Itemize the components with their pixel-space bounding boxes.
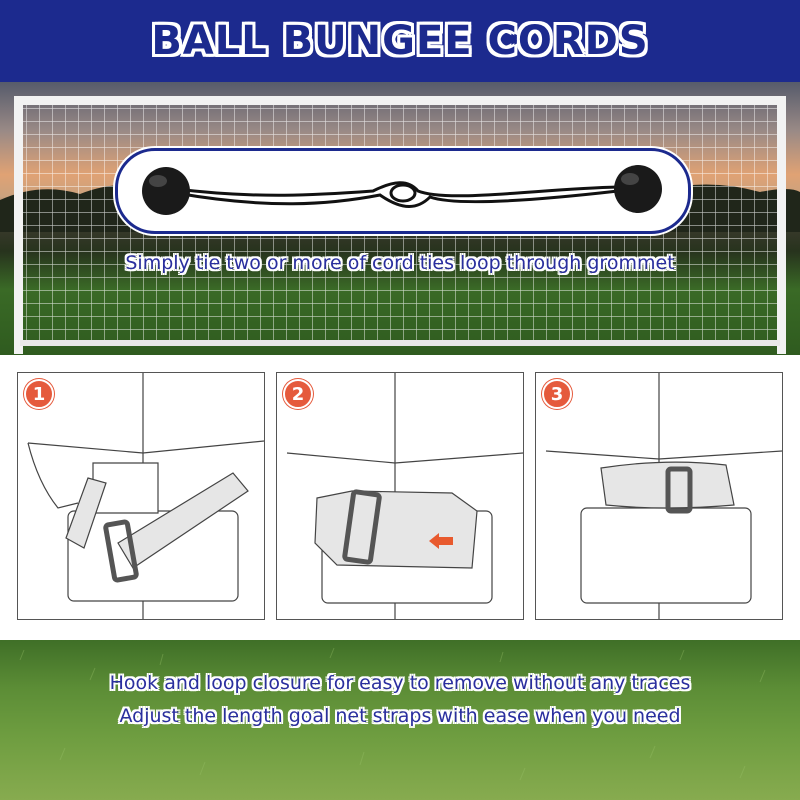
installation-steps: 1 2 3 — [0, 355, 800, 640]
ball-bungee-cord-icon — [142, 165, 662, 215]
step-number-badge: 2 — [283, 379, 313, 409]
step-panel-3: 3 — [535, 372, 783, 620]
bottom-caption-line-1: Hook and loop closure for easy to remove… — [109, 672, 691, 694]
strap-closed-illustration — [545, 373, 782, 619]
goal-net-photo: Simply tie two or more of cord ties loop… — [0, 82, 800, 355]
step-number-badge: 3 — [542, 379, 572, 409]
top-caption: Simply tie two or more of cord ties loop… — [125, 252, 675, 274]
step-panel-2: 2 — [276, 372, 524, 620]
grass-texture — [19, 647, 766, 781]
grass-background: Hook and loop closure for easy to remove… — [0, 640, 800, 800]
strap-loop-illustration — [27, 373, 264, 619]
strap-tighten-illustration — [286, 373, 523, 619]
page-title: BALL BUNGEE CORDS — [150, 17, 649, 65]
title-banner: BALL BUNGEE CORDS — [0, 0, 800, 82]
step-panel-1: 1 — [17, 372, 265, 620]
product-photo-frame — [115, 148, 691, 234]
bottom-caption-line-2: Adjust the length goal net straps with e… — [119, 705, 681, 727]
step-number-badge: 1 — [24, 379, 54, 409]
